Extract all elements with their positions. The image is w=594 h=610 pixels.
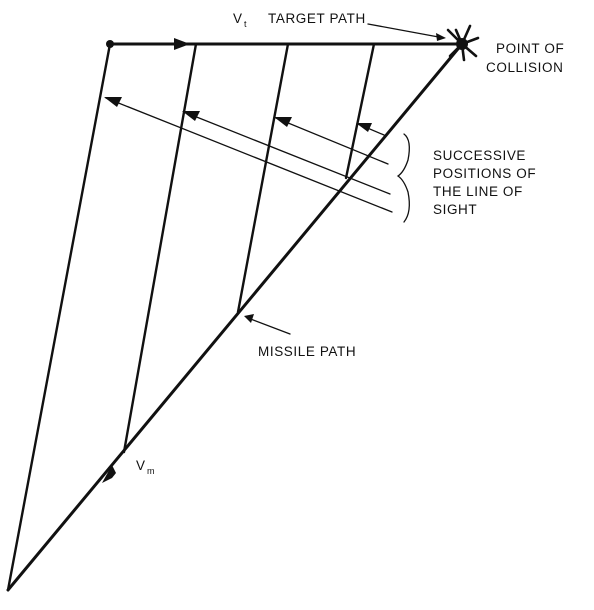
successive-label-3: THE LINE OF [433, 184, 523, 199]
target-direction-arrow [174, 38, 190, 50]
parallel-arrow-1 [104, 97, 122, 107]
collision-burst-icon [442, 24, 480, 62]
missile-path-line [6, 42, 464, 592]
line-of-sight-3 [236, 42, 290, 314]
parallel-indicator-2 [183, 111, 391, 195]
missile-path-pointer-arrow [244, 314, 254, 323]
missile-path-pointer [247, 317, 291, 335]
target-path-pointer [367, 23, 445, 39]
successive-label-1: SUCCESSIVE [433, 148, 526, 163]
missile-direction-arrow [102, 465, 116, 483]
parallel-indicator-3 [275, 117, 389, 165]
line-of-sight-2 [122, 42, 198, 454]
point-of-collision-label-1: POINT OF [496, 41, 564, 56]
parallel-arrow-2 [182, 111, 200, 121]
target-velocity-subscript: t [244, 19, 247, 29]
missile-velocity-subscript: m [147, 466, 155, 476]
line-of-sight-1 [6, 42, 112, 592]
target-velocity-label: V [233, 11, 243, 26]
missile-velocity-label: V [136, 458, 146, 473]
target-path-pointer-arrow [436, 33, 446, 41]
parallel-arrow-3 [274, 117, 292, 127]
successive-label-2: POSITIONS OF [433, 166, 536, 181]
line-of-sight-4 [344, 42, 376, 180]
missile-path-label: MISSILE PATH [258, 344, 356, 359]
target-path-label: TARGET PATH [268, 11, 366, 26]
successive-positions-brace [396, 133, 410, 223]
parallel-arrow-4 [356, 123, 372, 132]
point-of-collision-label-2: COLLISION [486, 60, 563, 75]
successive-label-4: SIGHT [433, 202, 477, 217]
parallel-indicator-1 [105, 97, 393, 213]
